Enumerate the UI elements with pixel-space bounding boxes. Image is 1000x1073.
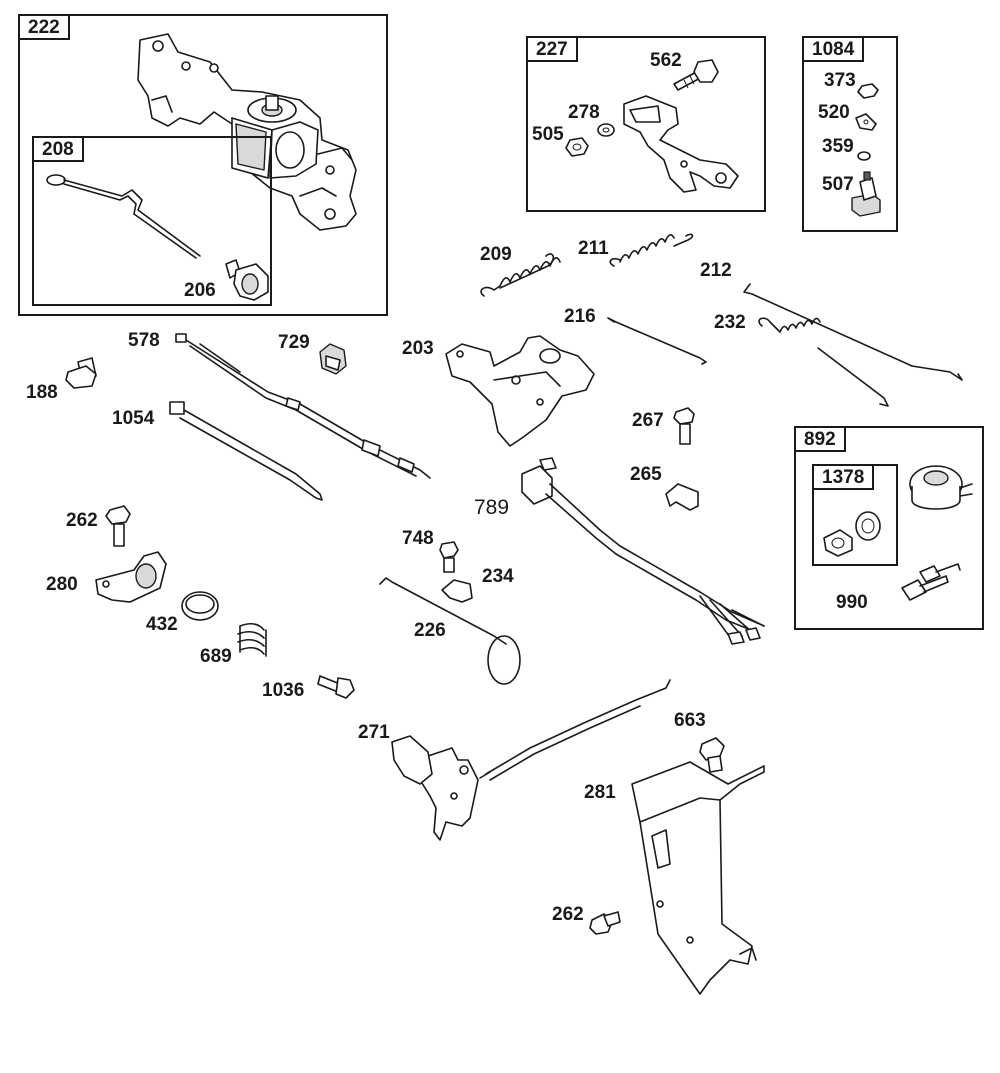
- label-232: 232: [714, 312, 746, 333]
- part-1036-bolt: [317, 675, 355, 699]
- label-373: 373: [824, 70, 856, 91]
- group-label-1084: 1084: [804, 38, 865, 62]
- part-562-bolt: [673, 59, 719, 91]
- label-211: 211: [578, 238, 609, 259]
- part-267-bolt: [673, 407, 695, 445]
- part-234-clip: [441, 579, 473, 603]
- part-209-spring: [480, 253, 561, 297]
- group-box-227: 227: [526, 36, 766, 212]
- label-748: 748: [402, 528, 434, 549]
- part-729-clip: [319, 343, 347, 375]
- label-990: 990: [836, 592, 868, 613]
- group-box-1378: 1378: [812, 464, 898, 566]
- part-262b-bolt: [589, 911, 621, 935]
- part-281-bracket: [631, 761, 765, 995]
- part-232-spring-rod: [758, 317, 889, 407]
- part-208-link-rod: [46, 174, 201, 259]
- group-box-222: 222: [18, 14, 388, 316]
- group-label-1378: 1378: [814, 466, 875, 490]
- label-1036: 1036: [262, 680, 305, 701]
- part-892-ignition-switch: [909, 465, 973, 510]
- label-203: 203: [402, 338, 434, 359]
- part-262a-bolt: [105, 505, 131, 547]
- label-507: 507: [822, 174, 854, 195]
- group-label-227: 227: [528, 38, 578, 62]
- label-505: 505: [532, 124, 564, 145]
- part-507-switch: [851, 171, 881, 217]
- group-box-208: 208: [32, 136, 272, 306]
- label-188: 188: [26, 382, 58, 403]
- label-262a: 262: [66, 510, 98, 531]
- part-432-ring: [181, 591, 219, 621]
- label-271: 271: [358, 722, 390, 743]
- part-663-bolt: [699, 737, 725, 773]
- label-212: 212: [700, 260, 732, 281]
- label-216: 216: [564, 306, 596, 327]
- label-1054: 1054: [112, 408, 155, 429]
- label-280: 280: [46, 574, 78, 595]
- label-432: 432: [146, 614, 178, 635]
- label-359: 359: [822, 136, 854, 157]
- part-265-clip: [665, 483, 699, 511]
- part-748-bolt: [439, 541, 459, 573]
- label-578: 578: [128, 330, 160, 351]
- label-209: 209: [480, 244, 512, 265]
- label-265: 265: [630, 464, 662, 485]
- part-689-spring: [237, 622, 267, 657]
- group-box-1084: 1084: [802, 36, 898, 232]
- label-262b: 262: [552, 904, 584, 925]
- group-label-222: 222: [20, 16, 70, 40]
- part-578-wire-harness: [175, 333, 431, 479]
- part-1054-cable-tie: [169, 401, 323, 501]
- label-663: 663: [674, 710, 706, 731]
- label-234: 234: [482, 566, 514, 587]
- part-206-knob: [225, 259, 269, 301]
- label-562: 562: [650, 50, 682, 71]
- label-226: 226: [414, 620, 446, 641]
- group-label-208: 208: [34, 138, 84, 162]
- label-729: 729: [278, 332, 310, 353]
- label-267: 267: [632, 410, 664, 431]
- part-373-nut: [857, 83, 879, 99]
- part-278-washer: [597, 123, 615, 137]
- part-227-bracket: [623, 95, 739, 193]
- part-280-bracket: [95, 551, 167, 603]
- part-211-spring: [609, 233, 694, 267]
- part-212-rod: [743, 283, 963, 381]
- part-222-control-bracket: [137, 33, 357, 231]
- part-188-bolt: [65, 357, 97, 389]
- part-1378-nut-washer: [823, 511, 881, 557]
- part-505-nut: [565, 137, 589, 157]
- part-226-rod: [379, 577, 521, 685]
- part-990-keys: [901, 563, 961, 601]
- label-689: 689: [200, 646, 232, 667]
- label-520: 520: [818, 102, 850, 123]
- part-359-washer: [857, 151, 871, 161]
- part-216-rod: [607, 317, 707, 365]
- group-box-892: 892: [794, 426, 984, 630]
- part-271-control-lever: [391, 679, 671, 841]
- label-278: 278: [568, 102, 600, 123]
- label-281: 281: [584, 782, 616, 803]
- group-label-892: 892: [796, 428, 846, 452]
- part-789-harness: [521, 457, 765, 645]
- label-206: 206: [184, 280, 216, 301]
- label-789: 789: [474, 496, 510, 519]
- part-203-bracket: [445, 335, 595, 447]
- part-520-clip: [855, 113, 877, 131]
